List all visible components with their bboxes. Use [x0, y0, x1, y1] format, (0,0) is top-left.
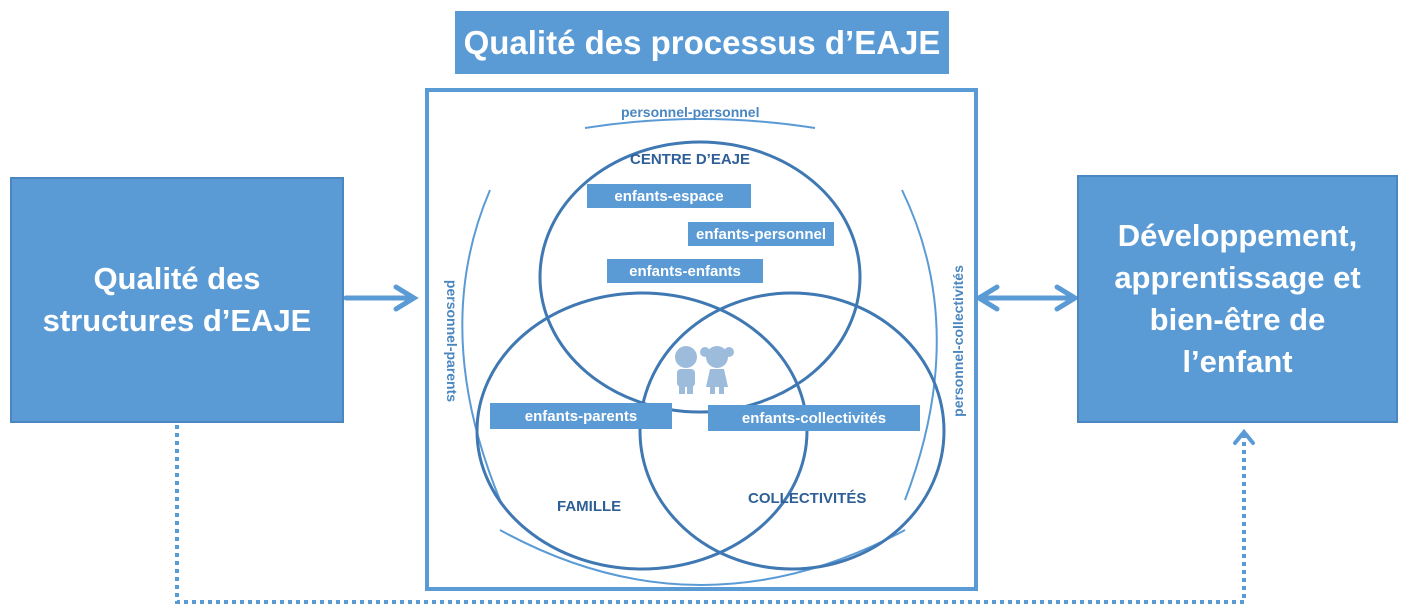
boy-icon [675, 346, 697, 394]
process-quality-title: Qualité des processus d’EAJE [455, 11, 949, 74]
child-development-box: Développement, apprentissage et bien-êtr… [1077, 175, 1398, 423]
relation-enfants-enfants: enfants-enfants [607, 259, 763, 283]
circle-centre [538, 140, 862, 414]
circle-label-collectivites: COLLECTIVITÉS [748, 490, 867, 507]
arrow-structures-to-process [343, 284, 419, 312]
circle-label-centre: CENTRE D’EAJE [630, 151, 751, 168]
relation-enfants-personnel: enfants-personnel [688, 222, 834, 246]
process-frame [425, 88, 978, 591]
circle-collectivites [638, 291, 946, 571]
circle-label-famille: FAMILLE [557, 498, 622, 515]
relation-enfants-espace: enfants-espace [587, 184, 751, 208]
label-personnel-personnel: personnel-personnel [621, 104, 760, 120]
structure-quality-box: Qualité des structures d’EAJE [10, 177, 344, 423]
girl-icon [700, 346, 734, 394]
dotted-arrow-head [1233, 428, 1255, 445]
label-personnel-collectivites: personnel-collectivités [950, 265, 966, 417]
relation-enfants-collectivites: enfants-collectivités [708, 405, 920, 431]
relation-enfants-parents: enfants-parents [490, 403, 672, 429]
dotted-arrow-direct-link [175, 425, 1246, 604]
outer-ellipse [461, 118, 938, 586]
arrow-process-to-development [974, 284, 1080, 312]
label-personnel-parents: personnel-parents [444, 279, 460, 403]
circle-famille [475, 291, 809, 571]
